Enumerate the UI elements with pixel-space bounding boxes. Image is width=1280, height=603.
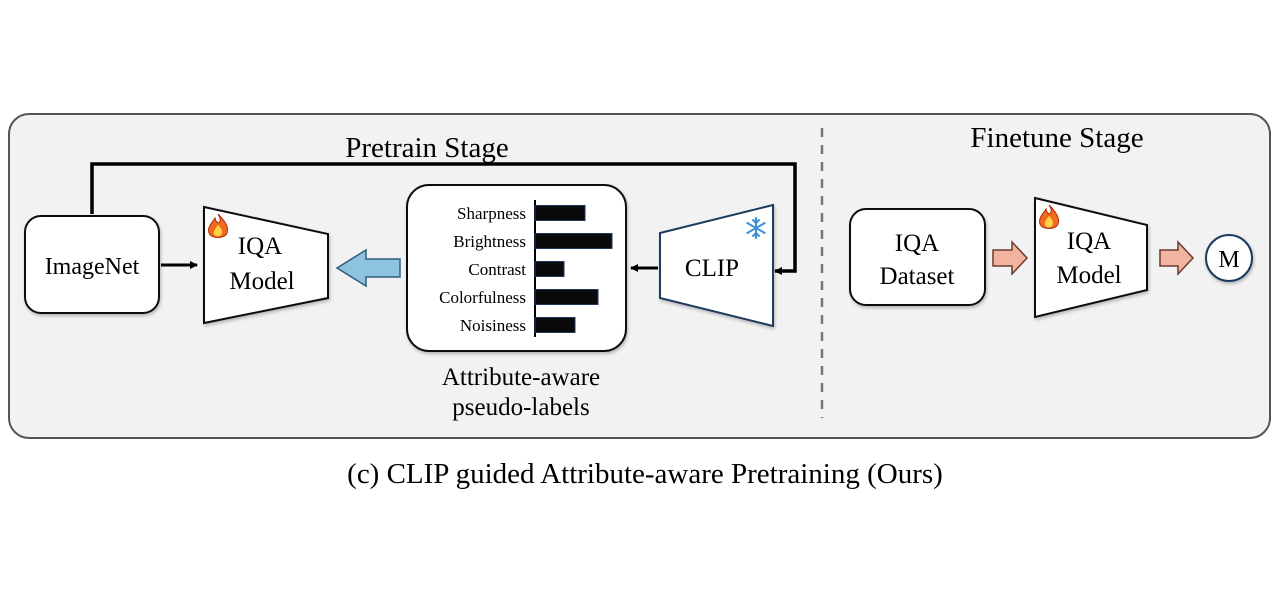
pseudo-caption-line1: Attribute-aware: [442, 364, 600, 391]
finetune-model-line1: IQA: [1067, 228, 1111, 255]
attribute-bar-noisiness: [534, 317, 576, 333]
pseudo-label-transfer-arrow: [335, 248, 401, 288]
metric-label: M: [1218, 247, 1239, 273]
fire-icon: [208, 213, 228, 238]
attribute-bar-sharpness: [534, 205, 586, 221]
attribute-label-colorfulness: Colorfulness: [439, 288, 526, 307]
pretrain-model-line2: Model: [229, 268, 294, 295]
dataset-line1: IQA: [895, 230, 939, 257]
dataset-to-model-arrow: [992, 240, 1029, 276]
model-to-metric-arrow: [1159, 240, 1195, 276]
clip-label: CLIP: [685, 255, 739, 282]
attribute-label-sharpness: Sharpness: [457, 204, 526, 223]
pretrain-iqa-model: IQA Model: [203, 205, 329, 325]
pseudo-label-box: SharpnessBrightnessContrastColorfulnessN…: [406, 184, 627, 352]
attribute-bars: SharpnessBrightnessContrastColorfulnessN…: [439, 204, 613, 335]
attribute-label-noisiness: Noisiness: [460, 316, 526, 335]
finetune-iqa-model: IQA Model: [1034, 196, 1148, 319]
feedback-loop-arrow: [90, 162, 797, 275]
figure-caption: (c) CLIP guided Attribute-aware Pretrain…: [347, 458, 943, 490]
dataset-line2: Dataset: [880, 263, 955, 290]
metric-node: M: [1205, 234, 1253, 282]
attribute-bar-colorfulness: [534, 289, 599, 305]
pretrain-stage-title: Pretrain Stage: [345, 132, 508, 164]
imagenet-label: ImageNet: [45, 254, 140, 280]
attribute-bar-contrast: [534, 261, 565, 277]
finetune-stage-title: Finetune Stage: [970, 122, 1143, 154]
iqa-dataset-node: IQA Dataset: [849, 208, 986, 306]
pseudo-caption-line2: pseudo-labels: [452, 394, 589, 421]
attribute-bar-brightness: [534, 233, 613, 249]
clip-encoder: CLIP: [659, 203, 774, 328]
diagram-panel: [8, 113, 1271, 439]
fire-icon: [1039, 204, 1059, 229]
snowflake-icon: [746, 217, 766, 239]
imagenet-node: ImageNet: [24, 215, 160, 314]
attribute-label-contrast: Contrast: [468, 260, 526, 279]
pretrain-model-line1: IQA: [238, 233, 282, 260]
attribute-label-brightness: Brightness: [453, 232, 526, 251]
finetune-model-line2: Model: [1056, 262, 1121, 289]
